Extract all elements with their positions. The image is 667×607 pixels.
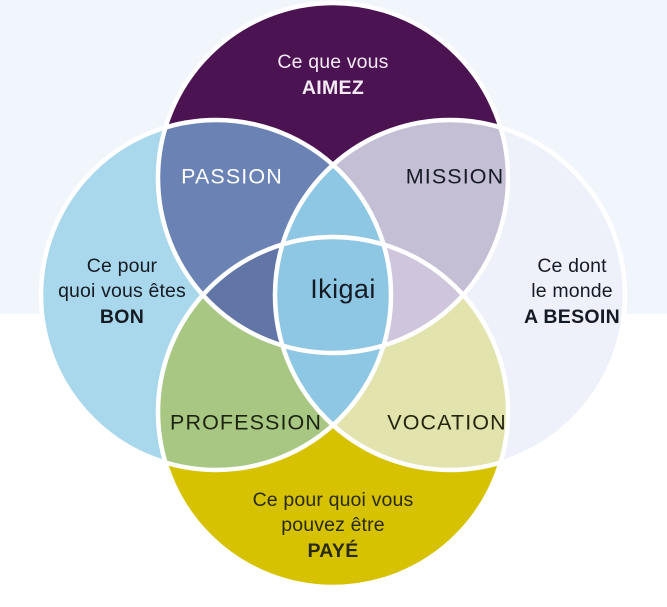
label-good-at: Ce pour quoi vous êtes BON	[58, 255, 186, 328]
label-love-line-0: Ce que vous	[277, 51, 388, 73]
label-ikigai: Ikigai	[310, 274, 375, 304]
outline-love	[155, 0, 511, 356]
label-world-needs: Ce dont le monde A BESOIN	[524, 255, 620, 328]
label-passion: PASSION	[181, 165, 283, 189]
outline-world-needs	[272, 117, 628, 473]
label-world-needs-line-0: Ce dont	[537, 255, 607, 277]
label-paid-for: Ce pour quoi vous pouvez être PAYÉ	[253, 489, 414, 562]
label-love: Ce que vous AIMEZ	[277, 51, 388, 99]
triple-paid-good-needs	[275, 237, 391, 470]
outline-paid-for	[155, 234, 511, 590]
label-world-needs-line-2: A BESOIN	[524, 306, 620, 328]
label-love-line-1: AIMEZ	[302, 77, 364, 99]
label-good-at-line-2: BON	[100, 306, 144, 328]
label-good-at-line-1: quoi vous êtes	[58, 280, 186, 302]
outline-good-at	[38, 117, 394, 473]
label-good-at-line-0: Ce pour	[87, 255, 158, 277]
triple-overlap-regions	[158, 120, 508, 470]
label-world-needs-line-1: le monde	[531, 280, 612, 302]
label-vocation: VOCATION	[387, 411, 507, 435]
triple-love-good-paid	[158, 237, 391, 353]
label-paid-for-line-2: PAYÉ	[307, 539, 358, 562]
triple-love-needs-paid	[275, 237, 508, 353]
label-paid-for-line-0: Ce pour quoi vous	[253, 489, 414, 511]
label-profession: PROFESSION	[170, 411, 322, 435]
circle-outlines	[38, 0, 628, 590]
triple-love-good-needs	[275, 120, 391, 353]
label-mission: MISSION	[406, 165, 505, 189]
label-paid-for-line-1: pouvez être	[281, 514, 385, 536]
